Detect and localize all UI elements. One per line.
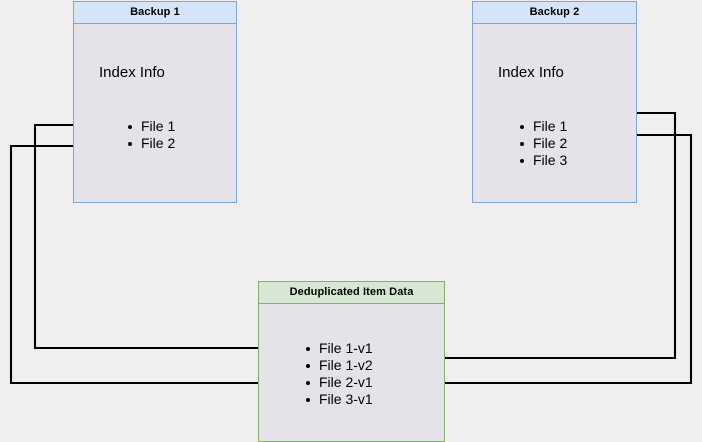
backup-1-index-info-label: Index Info [99, 64, 165, 81]
backup-1-body: Index Info File 1 File 2 [74, 24, 236, 202]
backup-2-body: Index Info File 1 File 2 File 3 [473, 24, 636, 202]
list-item[interactable]: File 2-v1 [305, 374, 373, 391]
backup-1-header: Backup 1 [74, 2, 236, 24]
list-item[interactable]: File 1-v1 [305, 340, 373, 357]
list-item[interactable]: File 2 [519, 135, 567, 152]
backup-2-file-list: File 1 File 2 File 3 [519, 118, 567, 169]
list-item[interactable]: File 2 [127, 135, 175, 152]
backup-2-index-info-label: Index Info [498, 64, 564, 81]
deduplicated-item-data-body: File 1-v1 File 1-v2 File 2-v1 File 3-v1 [259, 304, 444, 441]
list-item[interactable]: File 3 [519, 152, 567, 169]
deduplicated-item-list: File 1-v1 File 1-v2 File 2-v1 File 3-v1 [305, 340, 373, 408]
backup-2-header: Backup 2 [473, 2, 636, 24]
list-item[interactable]: File 1 [127, 118, 175, 135]
list-item[interactable]: File 3-v1 [305, 391, 373, 408]
list-item[interactable]: File 1 [519, 118, 567, 135]
backup-2-box[interactable]: Backup 2 Index Info File 1 File 2 File 3 [472, 1, 637, 203]
list-item[interactable]: File 1-v2 [305, 357, 373, 374]
deduplicated-item-data-header: Deduplicated Item Data [259, 282, 444, 304]
backup-1-box[interactable]: Backup 1 Index Info File 1 File 2 [73, 1, 237, 203]
deduplicated-item-data-box[interactable]: Deduplicated Item Data File 1-v1 File 1-… [258, 281, 445, 442]
backup-1-file-list: File 1 File 2 [127, 118, 175, 152]
